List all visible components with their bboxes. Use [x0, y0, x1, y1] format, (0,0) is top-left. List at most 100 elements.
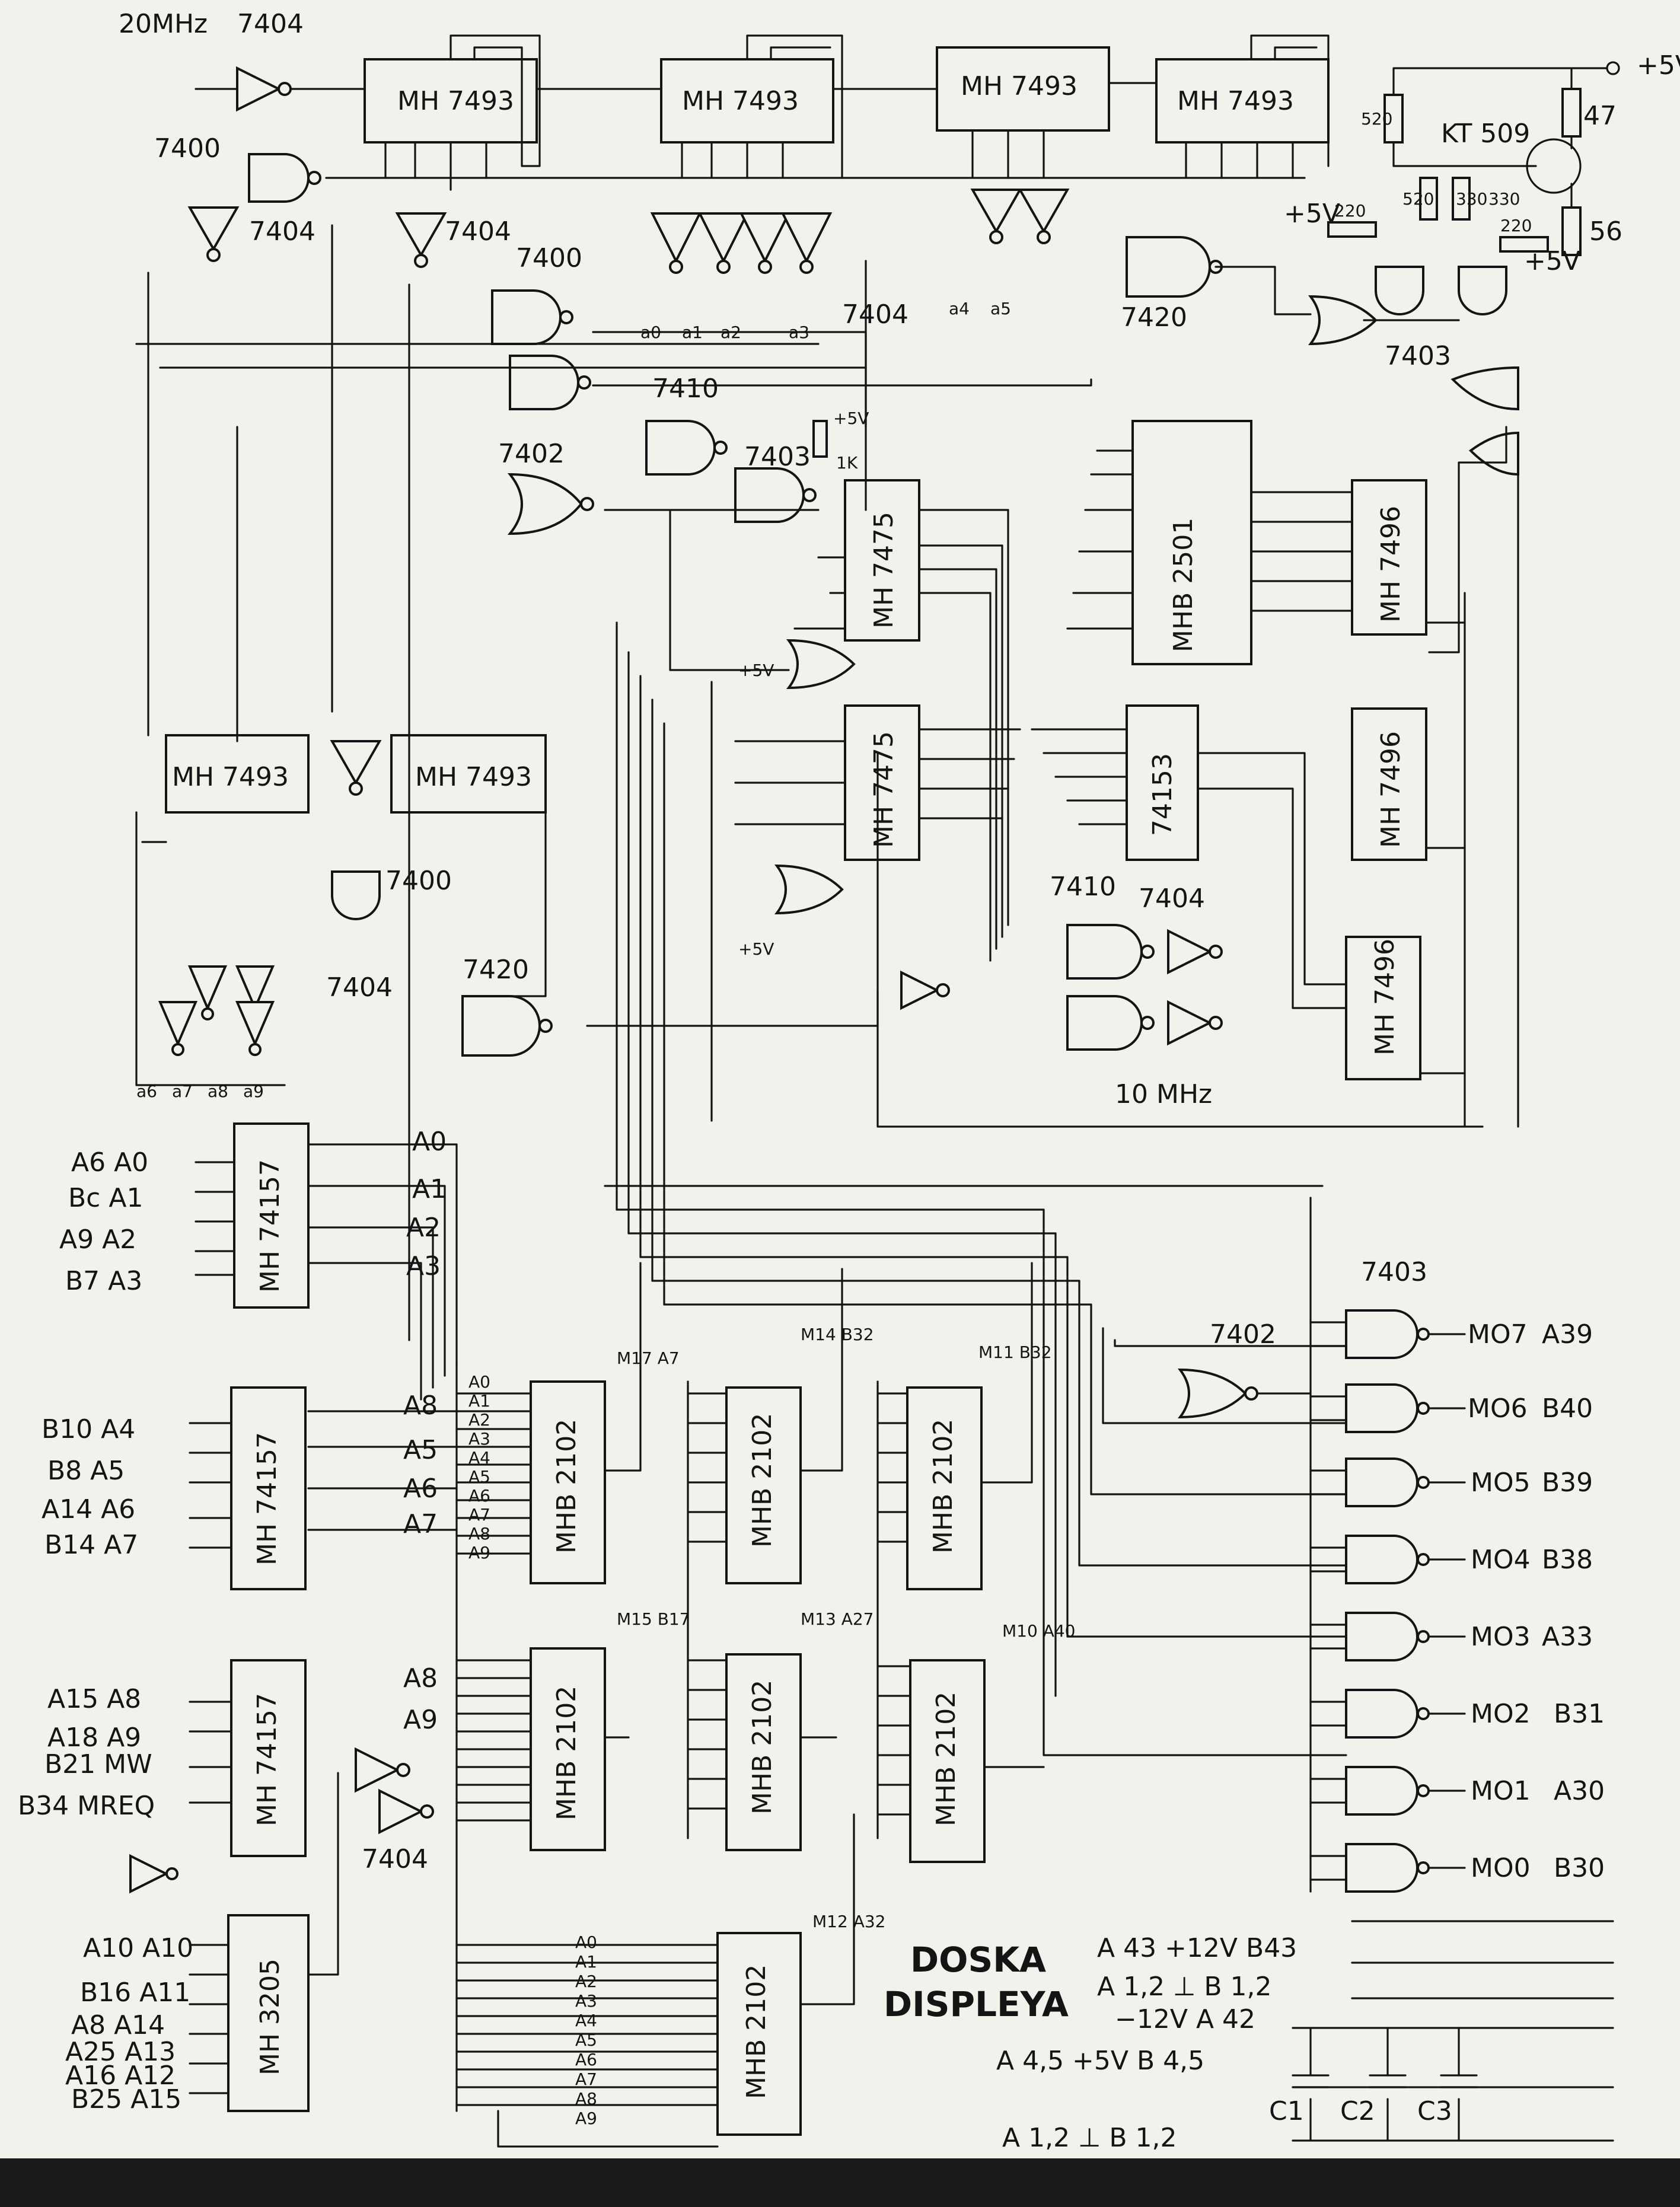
cap-c3: C3	[1417, 2096, 1452, 2126]
svg-text:7402: 7402	[1210, 1319, 1276, 1350]
input-inverter	[236, 66, 282, 112]
mux-74153	[1126, 704, 1199, 861]
svg-text:7400: 7400	[385, 866, 452, 896]
svg-text:220: 220	[1334, 201, 1366, 221]
svg-text:74153: 74153	[1147, 753, 1178, 836]
cap-c2: C2	[1340, 2096, 1375, 2126]
svg-text:7404: 7404	[249, 216, 315, 247]
svg-text:MO4: MO4	[1471, 1545, 1531, 1575]
svg-text:A6: A6	[575, 2050, 597, 2069]
video-output-stage: +5V 520 47 KT 509 56 520 330 330 220 +5V…	[1284, 50, 1680, 476]
svg-text:7403: 7403	[1361, 1257, 1427, 1287]
svg-text:A7: A7	[403, 1509, 438, 1539]
svg-text:A33: A33	[1542, 1622, 1593, 1652]
nand-out-7: MO0 B30	[1345, 1843, 1605, 1893]
ram-2102-5	[725, 1653, 802, 1851]
svg-text:MO7: MO7	[1468, 1319, 1528, 1350]
nand-out-3: MO4 B38	[1345, 1535, 1593, 1584]
svg-text:M12 A32: M12 A32	[812, 1912, 885, 1931]
svg-text:MHB 2102: MHB 2102	[741, 1964, 772, 2099]
clock-10mhz-label: 10 MHz	[1115, 1079, 1212, 1109]
nor-7402-bus	[1178, 1368, 1247, 1419]
latch-7475-1	[844, 479, 920, 642]
svg-text:330: 330	[1488, 189, 1520, 209]
svg-text:A6: A6	[468, 1486, 490, 1506]
counter-chain: 20MHz 7404 MH 7493 MH 7493 MH 7493 MH 74…	[119, 9, 1330, 535]
svg-text:A2: A2	[468, 1410, 490, 1430]
svg-text:520: 520	[1361, 109, 1392, 129]
svg-text:7410: 7410	[1050, 872, 1116, 902]
svg-text:1K: 1K	[836, 453, 858, 473]
svg-text:A16 A12: A16 A12	[65, 2061, 176, 2091]
svg-text:B21 MW: B21 MW	[44, 1749, 152, 1779]
svg-text:B39: B39	[1542, 1468, 1593, 1498]
svg-text:MO3: MO3	[1471, 1622, 1531, 1652]
svg-text:MHB 2102: MHB 2102	[552, 1686, 582, 1820]
svg-text:A9: A9	[575, 2109, 597, 2128]
mux-74157-3	[230, 1659, 307, 1857]
svg-text:B25 A15: B25 A15	[71, 2084, 181, 2114]
svg-text:47: 47	[1583, 101, 1617, 131]
svg-text:220: 220	[1500, 216, 1532, 235]
svg-text:M13 A27: M13 A27	[801, 1609, 874, 1629]
title-block: DOSKA DISPLEYA A 43 +12V B43 A 1,2 ⊥ B 1…	[884, 1920, 1614, 2153]
svg-text:A15 A8: A15 A8	[47, 1684, 141, 1714]
nand-out-4: MO3 A33	[1345, 1612, 1593, 1661]
svg-text:MO6: MO6	[1468, 1393, 1528, 1424]
svg-text:7404: 7404	[1139, 884, 1205, 914]
svg-text:B16 A11: B16 A11	[80, 1978, 190, 2008]
svg-text:A18 A9: A18 A9	[47, 1723, 141, 1753]
shift-register-block: 7410 7403 +5V 1K MH 7475 MH 7475 +5V +5V…	[645, 374, 1484, 1128]
svg-text:A7: A7	[575, 2069, 597, 2089]
svg-text:M14 B32: M14 B32	[801, 1325, 874, 1344]
mux-74157-1	[233, 1122, 310, 1309]
svg-text:7400: 7400	[516, 243, 582, 273]
output-buffers: 7403 7402 MO7 A39 MO6 B40 MO5 B39 MO4 B3…	[1043, 1197, 1605, 1893]
svg-text:7404: 7404	[326, 972, 393, 1003]
svg-text:A7: A7	[468, 1505, 490, 1525]
svg-text:A4: A4	[575, 2011, 597, 2030]
vcc-top: +5V	[1637, 50, 1680, 81]
svg-text:a4: a4	[949, 299, 970, 318]
svg-text:B40: B40	[1542, 1393, 1593, 1424]
svg-text:B31: B31	[1554, 1699, 1605, 1729]
svg-text:7404: 7404	[842, 299, 908, 330]
svg-text:MHB 2102: MHB 2102	[747, 1680, 777, 1814]
nor-7402	[507, 473, 583, 535]
counter-7493-6	[390, 734, 547, 814]
ram-2102-3	[906, 1386, 983, 1590]
svg-text:A0: A0	[412, 1127, 447, 1157]
shift-7496-2	[1351, 707, 1427, 861]
svg-text:7404: 7404	[445, 216, 511, 247]
svg-text:MO0: MO0	[1471, 1853, 1531, 1883]
svg-text:MO5: MO5	[1471, 1468, 1531, 1498]
nand-label-7400: 7400	[154, 133, 221, 164]
nand-out-1: MO6 B40	[1345, 1383, 1593, 1433]
svg-text:M15 B17: M15 B17	[617, 1609, 690, 1629]
svg-text:+5V: +5V	[1284, 199, 1340, 229]
power-note-5: A 1,2 ⊥ B 1,2	[1002, 2123, 1177, 2153]
svg-text:M11 B32: M11 B32	[978, 1342, 1052, 1362]
clock-input-label: 20MHz	[119, 9, 208, 39]
svg-text:MHB 2102: MHB 2102	[928, 1419, 958, 1554]
svg-text:B8 A5: B8 A5	[47, 1456, 125, 1486]
title-line-2: DISPLEYA	[884, 1984, 1069, 2024]
svg-text:A25 A13: A25 A13	[65, 2037, 176, 2067]
nand-out-2: MO5 B39	[1345, 1457, 1593, 1507]
svg-text:7404: 7404	[362, 1844, 428, 1874]
title-line-1: DOSKA	[910, 1940, 1046, 1980]
memory-array: MHB 2102 MHB 2102 MHB 2102 MHB 2102 MHB …	[455, 621, 1324, 2148]
svg-text:MHB 2501: MHB 2501	[1168, 518, 1198, 652]
svg-text:A3: A3	[406, 1251, 441, 1281]
power-note-3: −12V A 42	[1115, 2004, 1255, 2034]
address-mux-left: MH 74157 MH 74157 MH 74157 MH 3205 A6 A0…	[18, 1122, 458, 2114]
svg-text:MHB 2102: MHB 2102	[552, 1419, 582, 1554]
svg-text:MH 7475: MH 7475	[869, 731, 899, 848]
svg-text:MH 7475: MH 7475	[869, 512, 899, 629]
svg-text:A9: A9	[403, 1705, 438, 1735]
svg-text:A1: A1	[412, 1174, 447, 1204]
svg-text:7420: 7420	[1121, 302, 1187, 333]
ram-2102-6	[909, 1659, 986, 1863]
svg-text:7420: 7420	[463, 955, 529, 985]
svg-text:B7 A3: B7 A3	[65, 1266, 142, 1296]
